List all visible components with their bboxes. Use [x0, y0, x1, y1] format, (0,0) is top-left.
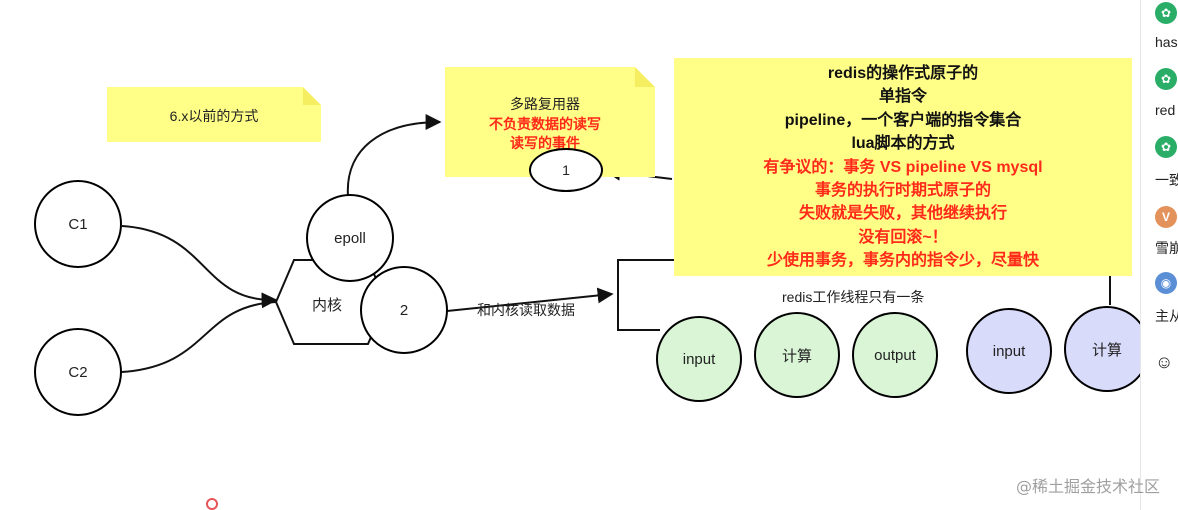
atomicity-line: 有争议的：事务 VS pipeline VS mysql [763, 158, 1043, 176]
wechat-icon[interactable]: ✿ [1155, 68, 1177, 90]
c1-to-kernel-arrow [121, 225, 278, 309]
atomicity-line: pipeline，一个客户端的指令集合 [784, 111, 1022, 129]
note-fold [303, 87, 321, 105]
input-node: input [656, 316, 742, 402]
atomicity-line: redis的操作式原子的 [827, 65, 979, 82]
atomicity-line: lua脚本的方式 [851, 135, 955, 153]
client-c2-node: C2 [34, 328, 122, 416]
multiplexer-red-2: 读写的事件 [510, 135, 580, 151]
diagram-canvas: 6.x以前的方式 多路复用器 不负责数据的读写 读写的事件 redis的操作式原… [34, 58, 1150, 510]
node2-to-worker-arrow [446, 287, 614, 312]
atomicity-note: redis的操作式原子的 单指令 pipeline，一个客户端的指令集合 lua… [674, 58, 1132, 276]
old-way-note: 6.x以前的方式 [107, 87, 321, 142]
multiplexer-title: 多路复用器 [510, 96, 580, 112]
globe-icon[interactable]: ◉ [1155, 272, 1177, 294]
watermark: @稀土掘金技术社区 [1015, 477, 1160, 496]
epoll-node: epoll [306, 194, 394, 282]
sidebar-item-text[interactable]: 雪崩 [1155, 240, 1178, 256]
atomicity-line: 少使用事务，事务内的指令少，尽量快 [766, 252, 1039, 270]
node-2: 2 [360, 266, 448, 354]
comment-sidebar[interactable]: ✿ has ✿ red ✿ 一致 V 雪崩 ◉ 主从 ☺ [1140, 0, 1178, 510]
atomicity-line: 事务的执行时期式原子的 [814, 182, 991, 200]
input-node: input [966, 308, 1052, 394]
atomicity-line: 失败就是失败，其他继续执行 [798, 205, 1007, 223]
client-c1-node: C1 [34, 180, 122, 268]
user-avatar[interactable]: V [1155, 206, 1177, 228]
sidebar-item-text[interactable]: 一致 [1155, 172, 1178, 188]
epoll-to-multiplexer-arrow [346, 114, 442, 197]
old-way-text: 6.x以前的方式 [169, 108, 259, 124]
note-fold [635, 67, 655, 87]
sidebar-item-text[interactable]: 主从 [1155, 308, 1178, 324]
compute-node: 计算 [754, 312, 840, 398]
emoji-icon[interactable]: ☺ [1155, 352, 1174, 372]
kernel-read-label: 和内核读取数据 [477, 302, 575, 318]
sidebar-item-text[interactable]: has [1155, 34, 1178, 50]
cursor-dot [206, 498, 218, 510]
single-thread-label: redis工作线程只有一条 [782, 289, 925, 305]
worker-bracket [617, 259, 680, 331]
wechat-icon[interactable]: ✿ [1155, 2, 1177, 24]
sidebar-item-text[interactable]: red [1155, 102, 1176, 118]
atomicity-line: 单指令 [878, 88, 927, 106]
multiplexer-red-1: 不负责数据的读写 [489, 116, 601, 132]
c2-to-kernel-arrow [121, 301, 277, 373]
kernel-label: 内核 [312, 297, 343, 314]
atomicity-lines: redis的操作式原子的 单指令 pipeline，一个客户端的指令集合 lua… [674, 62, 1132, 273]
wechat-icon[interactable]: ✿ [1155, 136, 1177, 158]
node-1: 1 [529, 148, 603, 192]
output-node: output [852, 312, 938, 398]
compute-node: 计算 [1064, 306, 1150, 392]
atomicity-line: 没有回滚~！ [858, 228, 948, 246]
